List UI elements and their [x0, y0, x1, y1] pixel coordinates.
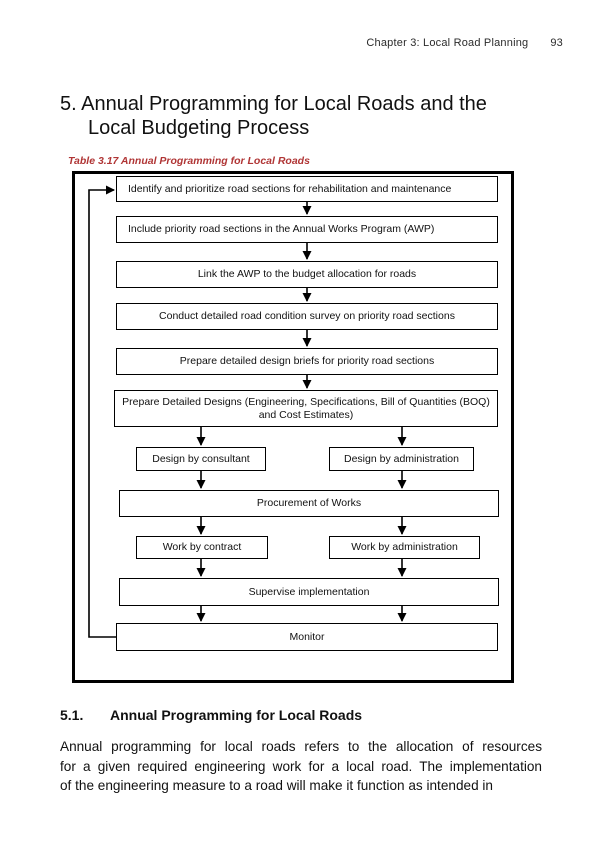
- flow-node-supervise: Supervise implementation: [119, 578, 499, 606]
- flow-node-include-awp: Include priority road sections in the An…: [116, 216, 498, 243]
- flow-node-procurement: Procurement of Works: [119, 490, 499, 517]
- flowchart-connectors: [88, 185, 407, 638]
- table-caption: Table 3.17 Annual Programming for Local …: [68, 155, 310, 167]
- body-line-1: Annual programming for local roads refer…: [60, 739, 542, 754]
- flow-node-design-briefs: Prepare detailed design briefs for prior…: [116, 348, 498, 375]
- flow-node-design-administration: Design by administration: [329, 447, 474, 471]
- flow-node-condition-survey: Conduct detailed road condition survey o…: [116, 303, 498, 330]
- flow-node-link-budget: Link the AWP to the budget allocation fo…: [116, 261, 498, 288]
- flow-node-identify: Identify and prioritize road sections fo…: [116, 176, 498, 202]
- section-title: Annual Programming for Local Roads: [110, 707, 363, 723]
- flow-node-detailed-designs: Prepare Detailed Designs (Engineering, S…: [114, 390, 498, 427]
- section-number: 5.1.: [60, 707, 84, 723]
- flow-node-work-contract: Work by contract: [136, 536, 268, 559]
- body-line-3: of the engineering measure to a road wil…: [60, 778, 493, 793]
- page-number: 93: [550, 37, 563, 49]
- chapter-label: Chapter 3: Local Road Planning: [366, 37, 529, 49]
- chapter-title: 5. Annual Programming for Local Roads an…: [60, 93, 560, 140]
- flowchart-figure: Identify and prioritize road sections fo…: [72, 171, 514, 683]
- chapter-title-line1: 5. Annual Programming for Local Roads an…: [60, 93, 487, 115]
- flow-node-monitor: Monitor: [116, 623, 498, 651]
- chapter-title-line2: Local Budgeting Process: [88, 116, 310, 139]
- body-line-2: for a given required engineering work fo…: [60, 758, 542, 774]
- flow-node-work-administration: Work by administration: [329, 536, 480, 559]
- running-header: Chapter 3: Local Road Planning 93: [366, 37, 563, 49]
- body-paragraph: Annual programming for local roads refer…: [60, 737, 542, 796]
- section-heading: 5.1. Annual Programming for Local Roads: [60, 707, 541, 723]
- flow-node-design-consultant: Design by consultant: [136, 447, 266, 471]
